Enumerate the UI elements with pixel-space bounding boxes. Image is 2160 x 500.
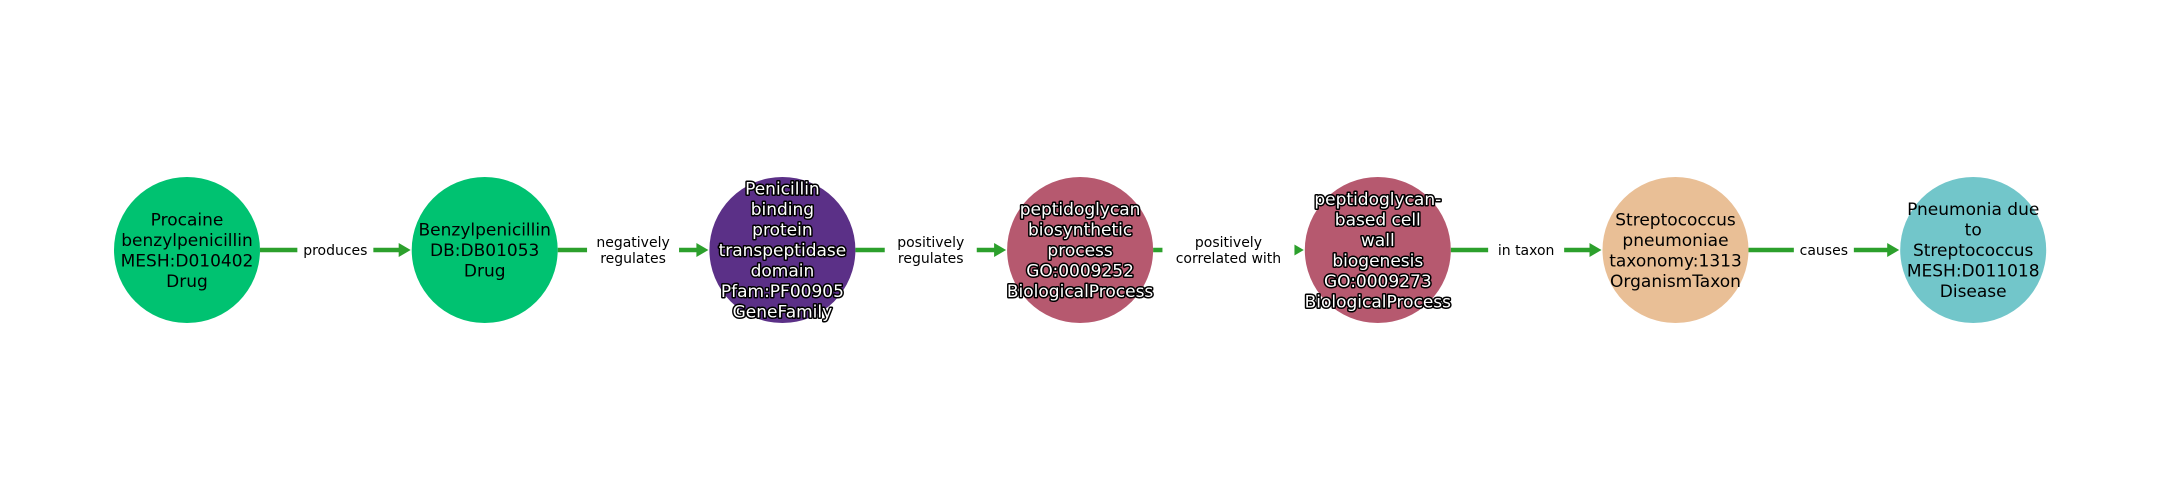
edge-label: positively [897,235,964,251]
node-label: binding [751,200,814,220]
arrowhead-icon [398,243,411,257]
arrowhead-icon [1887,243,1900,257]
node-label: GeneFamily [733,303,833,323]
node-label: Benzylpenicillin [419,221,551,241]
node-label: taxonomy:1313 [1609,251,1742,271]
edge-label-background [587,232,680,268]
edge-label: negatively [596,235,669,251]
node-label: wall [1361,231,1395,251]
edge-label: produces [303,243,367,259]
node-label: peptidoglycan- [1314,190,1441,210]
graph-node[interactable]: peptidoglycan-based cellwallbiogenesisGO… [1303,177,1453,323]
node-label: transpeptidase [719,241,847,261]
node-circle[interactable] [1007,177,1154,323]
node-label: Drug [464,262,506,282]
edge: in taxon [1450,240,1602,260]
edge-label-background [1488,240,1565,260]
node-label: OrganismTaxon [1610,272,1741,292]
arrowhead-icon [1589,243,1602,257]
node-circle[interactable] [1602,177,1749,323]
node-label: biosynthetic [1028,221,1132,241]
node-circle[interactable] [709,177,856,323]
node-label: MESH:D010402 [121,251,254,271]
node-label: protein [752,221,812,241]
node-label: peptidoglycan [1020,200,1141,220]
edge-label: positively [1195,235,1262,251]
edge-label: regulates [898,251,964,267]
node-label: to [1965,221,1982,241]
node-label: GO:0009252 [1026,262,1134,282]
node-label: Streptococcus [1615,210,1736,230]
edge-label-background [884,232,977,268]
node-label: process [1047,241,1112,261]
edge-label: causes [1800,243,1848,259]
graph-node[interactable]: Pneumonia duetoStreptococcusMESH:D011018… [1900,177,2047,323]
edge-label-background [297,240,374,260]
graph-node[interactable]: Streptococcuspneumoniaetaxonomy:1313Orga… [1602,177,1749,323]
edge: causes [1748,240,1900,260]
node-label: Procaine [151,210,224,230]
node-circle[interactable] [411,177,558,323]
node-label: Drug [166,272,208,292]
arrowhead-icon [994,243,1007,257]
edge-label-background [1793,240,1854,260]
edge-label: correlated with [1176,251,1281,267]
node-label: Disease [1940,282,2007,302]
arrowhead-icon [1291,243,1304,257]
node-label: Streptococcus [1913,241,2034,261]
node-label: DB:DB01053 [430,241,539,261]
graph-node[interactable]: Penicillinbindingproteintranspeptidasedo… [709,177,856,324]
node-label: MESH:D011018 [1907,262,2040,282]
node-label: benzylpenicillin [121,231,253,251]
arrowhead-icon [696,243,709,257]
edge-label: regulates [600,251,666,267]
node-circle[interactable] [1304,177,1451,323]
node-circle[interactable] [114,177,260,323]
node-label: BiologicalProcess [1305,292,1452,312]
node-label: biogenesis [1332,251,1423,271]
node-label: Pfam:PF00905 [721,282,844,302]
node-label: Pneumonia due [1907,200,2039,220]
edge-label: in taxon [1498,243,1555,259]
edge-label-background [1162,232,1295,268]
node-label: GO:0009273 [1324,272,1432,292]
graph-node[interactable]: peptidoglycanbiosyntheticprocessGO:00092… [1005,177,1155,323]
node-label: domain [751,262,815,282]
node-label: BiologicalProcess [1007,282,1154,302]
node-circle[interactable] [1900,177,2047,323]
edge: produces [260,240,411,260]
node-label: based cell [1335,210,1421,230]
node-label: Penicillin [745,180,820,200]
node-label: pneumoniae [1622,231,1728,251]
